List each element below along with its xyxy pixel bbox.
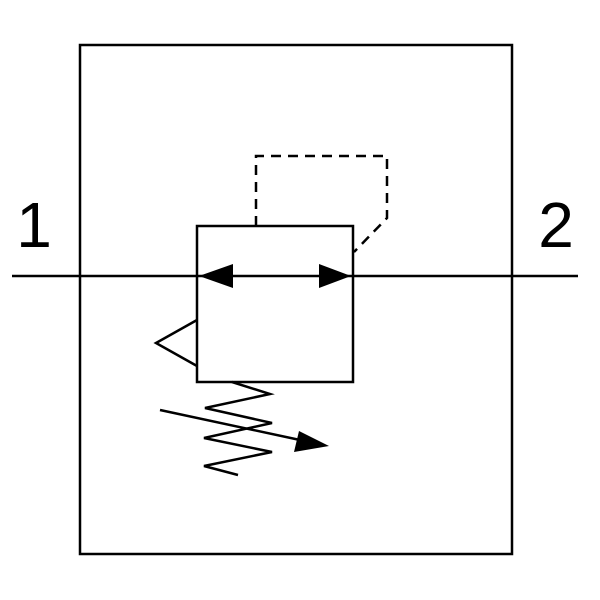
adjustment-arrow-head-icon	[294, 431, 329, 452]
port-label-1: 1	[16, 189, 52, 261]
spring-icon	[203, 380, 275, 477]
housing-outline	[78, 43, 514, 556]
arrow-right-icon	[319, 264, 351, 288]
arrow-left-icon	[199, 264, 233, 288]
adjustment-arrow-shaft	[159, 408, 301, 442]
pilot-line-dashed	[254, 154, 389, 253]
exhaust-triangle-icon	[153, 318, 198, 368]
valve-body	[195, 224, 355, 384]
port-label-2: 2	[538, 189, 574, 261]
